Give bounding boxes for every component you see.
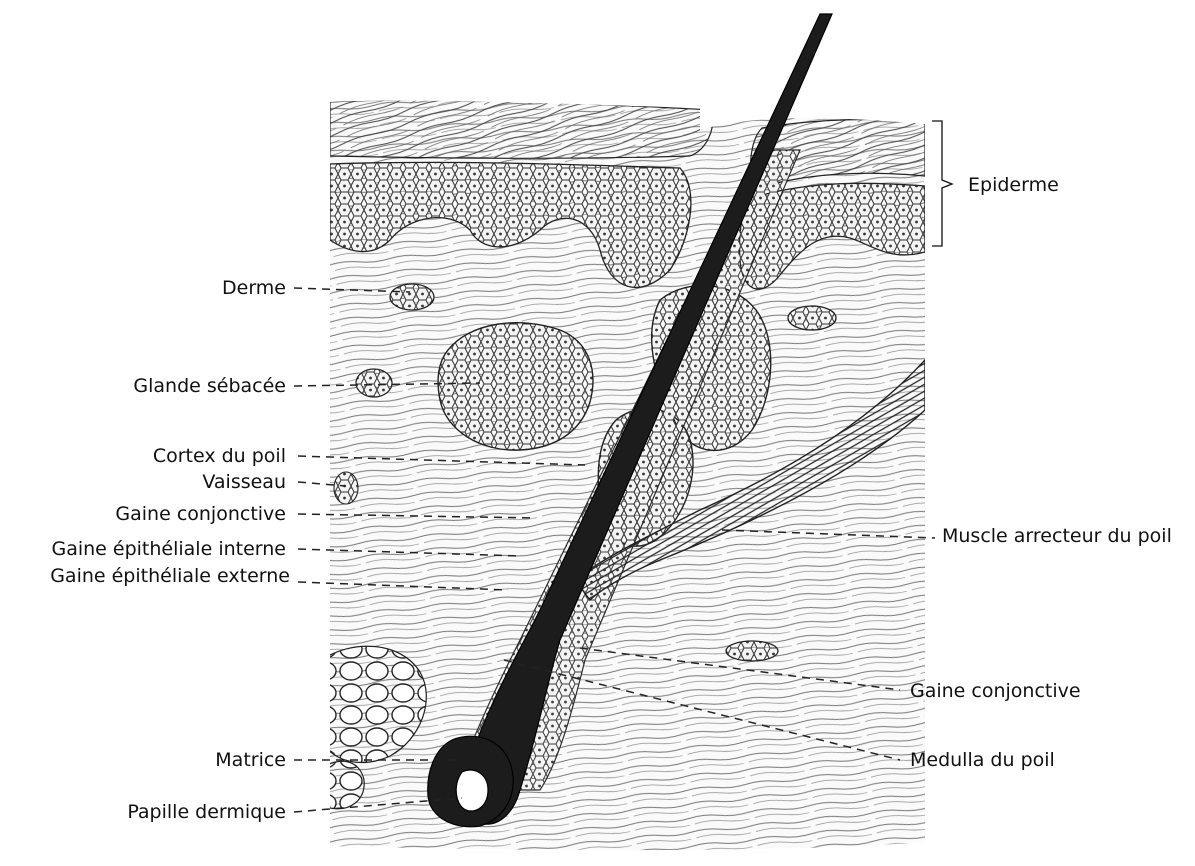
vessel-lower-right (726, 641, 778, 661)
vessel-small (334, 472, 358, 504)
label-derme: Derme (150, 277, 286, 299)
label-cortex-du-poil: Cortex du poil (40, 445, 286, 467)
epiderme-bracket (932, 121, 952, 246)
dermal-papilla (456, 770, 488, 811)
sebaceous-gland-left (438, 323, 593, 450)
label-glande-sebacee: Glande sébacée (60, 375, 286, 397)
label-muscle-arrecteur: Muscle arrecteur du poil (942, 525, 1172, 547)
label-epiderme: Epiderme (968, 174, 1059, 196)
vessel-upper-right (788, 306, 836, 330)
label-papille-dermique: Papille dermique (60, 801, 286, 823)
stratum-corneum-left (330, 100, 713, 158)
vessel-upper-left (390, 284, 434, 310)
label-medulla-du-poil: Medulla du poil (910, 749, 1055, 771)
vessel-left (356, 369, 392, 397)
label-gaine-conjonctive-left: Gaine conjonctive (40, 503, 286, 525)
label-matrice: Matrice (100, 749, 286, 771)
label-gaine-epitheliale-externe: Gaine épithéliale externe (0, 565, 290, 587)
label-gaine-conjonctive-right: Gaine conjonctive (910, 680, 1081, 702)
label-vaisseau: Vaisseau (40, 471, 286, 493)
label-gaine-epitheliale-interne: Gaine épithéliale interne (0, 538, 286, 560)
